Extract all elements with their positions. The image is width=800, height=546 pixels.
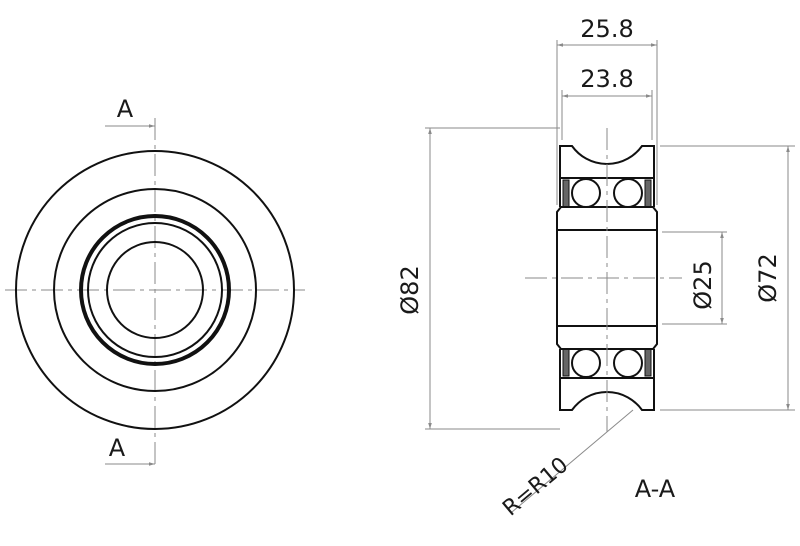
dimensions: 25.8 23.8 Ø82 Ø72 Ø25 R=R10 A-A [396,15,795,521]
bearing-inner-circle [87,222,223,358]
front-view: A A [5,95,305,468]
outer-ring-top [559,145,655,179]
outer-ring-bottom [559,377,655,411]
groove-radius-label: R=R10 [498,453,573,522]
groove-diameter-label: Ø72 [754,253,782,302]
outer-diameter-label: Ø82 [396,265,424,314]
bore-circle [106,241,204,339]
section-label-top: A [117,95,134,123]
overall-width-label: 25.8 [580,15,633,43]
radius-leader-line [511,409,634,513]
bore-diameter-label: Ø25 [689,260,717,309]
seal [562,179,570,208]
section-view [525,128,682,432]
groove-circle [53,188,257,392]
ball [571,178,601,208]
section-label-bottom: A [109,434,126,462]
ball [571,348,601,378]
bearing-outer-circle [79,214,231,366]
ball [613,178,643,208]
seal [644,179,652,208]
section-title: A-A [635,475,676,503]
outer-circle [15,150,295,430]
seal [644,348,652,377]
ring-width-label: 23.8 [580,65,633,93]
ball [613,348,643,378]
seal [562,348,570,377]
